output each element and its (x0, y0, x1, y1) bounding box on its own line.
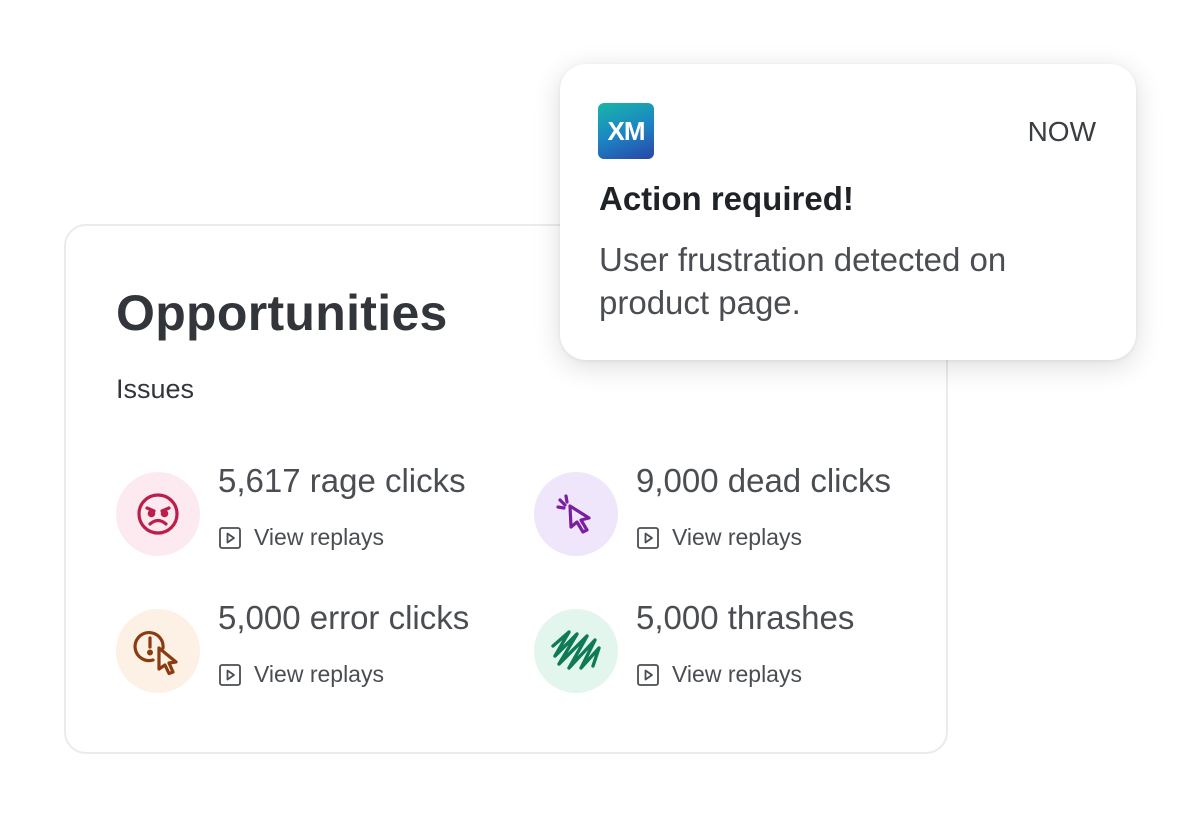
notification-toast[interactable]: XM NOW Action required! User frustration… (560, 64, 1136, 360)
notification-body: User frustration detected on product pag… (599, 241, 1007, 321)
thrashes-badge (534, 609, 618, 693)
play-icon (218, 526, 242, 550)
play-icon (218, 663, 242, 687)
play-icon (636, 526, 660, 550)
rage-clicks-view-replays-link[interactable]: View replays (218, 524, 384, 551)
notification-title: Action required! (599, 180, 854, 217)
issues-subtitle: Issues (116, 374, 195, 404)
rage-clicks-badge (116, 472, 200, 556)
view-replays-label: View replays (672, 524, 802, 550)
rage-clicks-count: 5,617 rage clicks (218, 462, 466, 499)
view-replays-label: View replays (672, 661, 802, 687)
dead-clicks-view-replays-link[interactable]: View replays (636, 524, 802, 551)
card-title: Opportunities (116, 285, 448, 341)
thrash-scribble-icon (547, 626, 605, 676)
error-clicks-view-replays-link[interactable]: View replays (218, 661, 384, 688)
xm-app-logo: XM (598, 103, 654, 159)
angry-face-icon (135, 491, 181, 537)
view-replays-label: View replays (254, 524, 384, 550)
issue-error-clicks: 5,000 error clicks View replays (116, 599, 506, 709)
error-click-cursor-icon (133, 626, 183, 676)
notification-time: NOW (1027, 116, 1096, 147)
dead-clicks-badge (534, 472, 618, 556)
dead-click-cursor-icon (552, 490, 600, 538)
thrashes-view-replays-link[interactable]: View replays (636, 661, 802, 688)
view-replays-label: View replays (254, 661, 384, 687)
issue-thrashes: 5,000 thrashes View replays (534, 599, 924, 709)
issue-rage-clicks: 5,617 rage clicks View replays (116, 462, 506, 572)
play-icon (636, 663, 660, 687)
error-clicks-count: 5,000 error clicks (218, 599, 470, 636)
thrashes-count: 5,000 thrashes (636, 599, 855, 636)
issue-dead-clicks: 9,000 dead clicks View replays (534, 462, 924, 572)
dead-clicks-count: 9,000 dead clicks (636, 462, 891, 499)
error-clicks-badge (116, 609, 200, 693)
